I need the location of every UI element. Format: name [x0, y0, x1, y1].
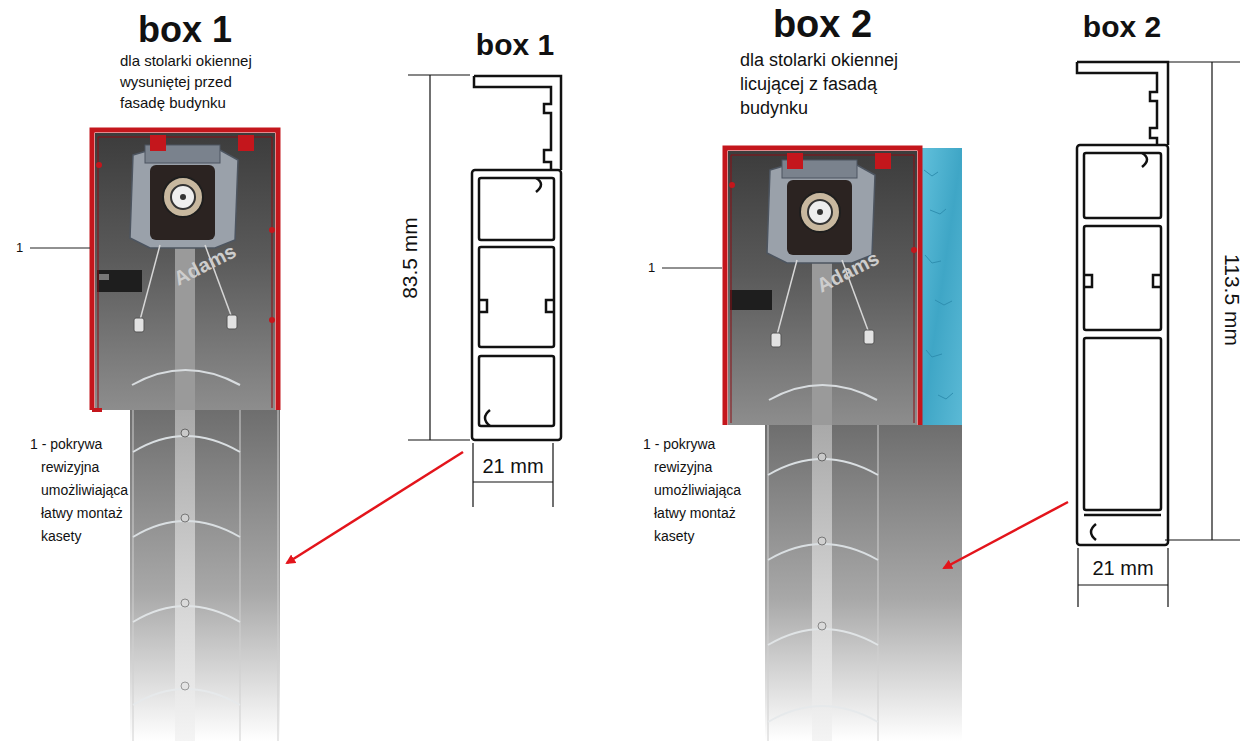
pointer-arrow [287, 452, 463, 563]
housing-box-2 [725, 148, 962, 435]
heading: box 1 [125, 10, 245, 50]
pointer-arrow [944, 502, 1068, 568]
callout-number: 1 [16, 240, 23, 256]
dimension: 21 mm [473, 455, 553, 477]
caption: dla stolarki okiennej wysuniętej przed f… [120, 50, 260, 113]
callout-number: 1 [648, 260, 655, 276]
leader-line [662, 268, 722, 269]
profile-title: box 1 [465, 28, 565, 62]
profile-box-2 [1077, 62, 1168, 545]
caption: dla stolarki okiennej licującej z fasadą… [740, 48, 915, 120]
housing-box-1 [92, 130, 278, 410]
dimension-lines-box-1 [408, 75, 553, 507]
callout-note: 1 - pokrywa rewizyjna umożliwiająca łatw… [643, 433, 749, 548]
heading: box 2 [765, 3, 880, 45]
dimension: 83.5 mm [398, 217, 422, 299]
profile-title: box 2 [1072, 10, 1172, 44]
leader-line [30, 248, 90, 249]
screen-box-1 [130, 410, 280, 741]
dimension: 21 mm [1083, 557, 1163, 579]
callout-note: 1 - pokrywa rewizyjna umożliwiająca łatw… [30, 433, 136, 548]
dimension: 113.5 mm [1220, 254, 1244, 346]
dimension-lines-box-2 [1078, 62, 1240, 607]
profile-box-1 [472, 76, 561, 440]
screen-box-2 [765, 425, 962, 741]
